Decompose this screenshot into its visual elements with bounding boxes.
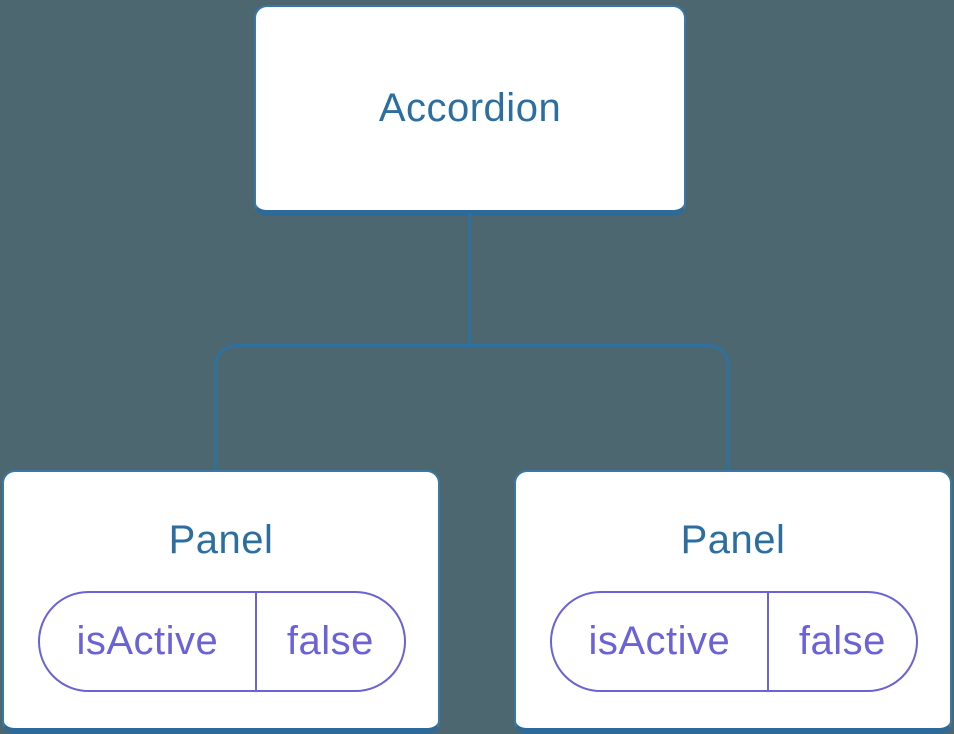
state-pill: isActive false xyxy=(38,591,406,692)
panel-node-label: Panel xyxy=(680,518,786,562)
connector-stem xyxy=(468,214,471,347)
state-key: isActive xyxy=(40,593,257,690)
accordion-node-label: Accordion xyxy=(378,86,562,130)
panel-node-right: Panel isActive false xyxy=(514,470,952,734)
state-value: false xyxy=(798,619,886,663)
connector-bracket xyxy=(214,344,730,471)
state-value: false xyxy=(286,619,374,663)
accordion-node: Accordion xyxy=(254,5,686,216)
panel-node-label: Panel xyxy=(168,518,274,562)
state-pill: isActive false xyxy=(550,591,918,692)
state-key: isActive xyxy=(552,593,769,690)
panel-node-left: Panel isActive false xyxy=(2,470,440,734)
